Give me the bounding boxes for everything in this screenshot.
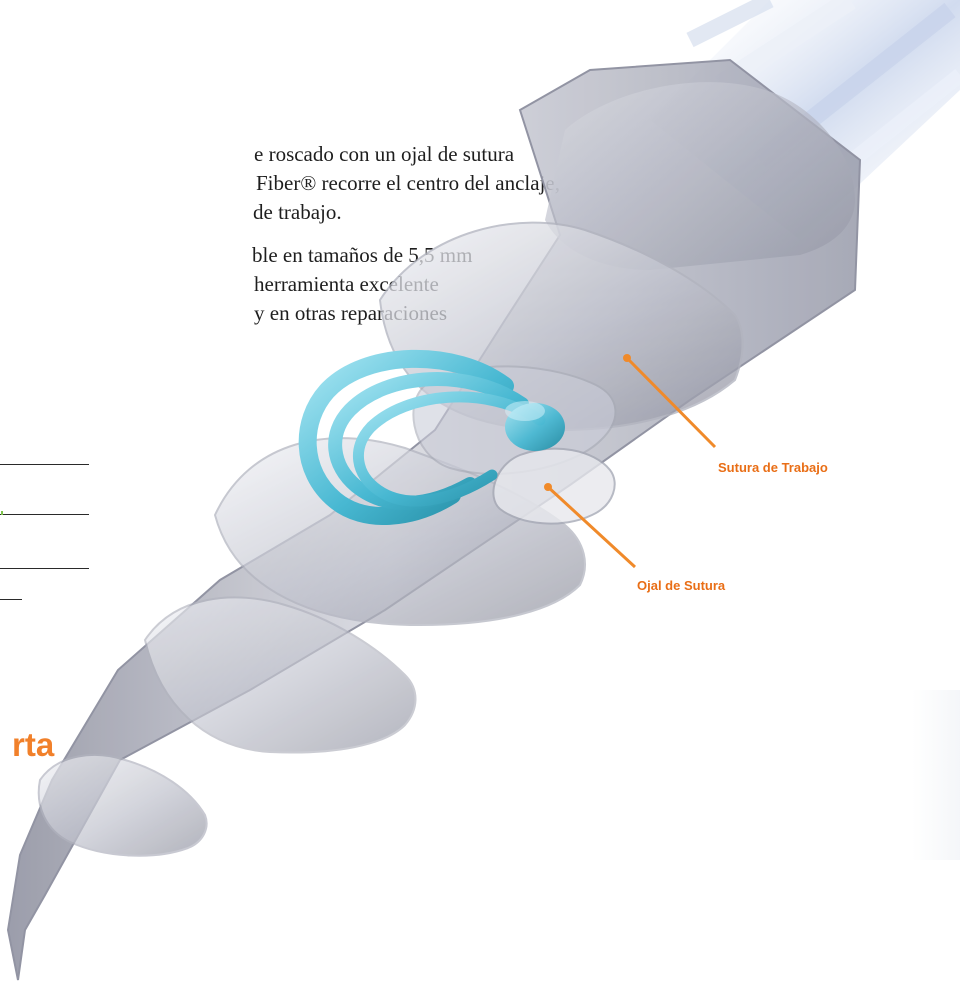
intro-line-3: de trabajo. (253, 200, 342, 224)
callout-suture-eyelet: Ojal de Sutura (637, 578, 726, 593)
callout-lines (544, 354, 717, 569)
size-line-2: herramienta excelente (254, 272, 439, 296)
callout-working-suture: Sutura de Trabajo (718, 460, 828, 475)
size-line-1: ble en tamaños de 5,5 mm (252, 243, 473, 267)
intro-line-2: Fiber® recorre el centro del anclaje, (256, 171, 560, 195)
table-rule-3 (0, 568, 89, 569)
table-rule-1 (0, 464, 89, 465)
intro-line-1: e roscado con un ojal de sutura (254, 142, 515, 166)
size-line-3: y en otras reparaciones (254, 301, 447, 325)
anchor-body (6, 58, 862, 981)
green-mark (1, 511, 3, 515)
right-edge-fade (912, 690, 960, 860)
orange-heading-fragment: rta (12, 726, 55, 763)
table-rule-4 (0, 599, 22, 600)
suture-eyelet-loop (298, 349, 565, 525)
table-rule-2 (0, 514, 89, 515)
working-suture-strands (650, 0, 960, 240)
